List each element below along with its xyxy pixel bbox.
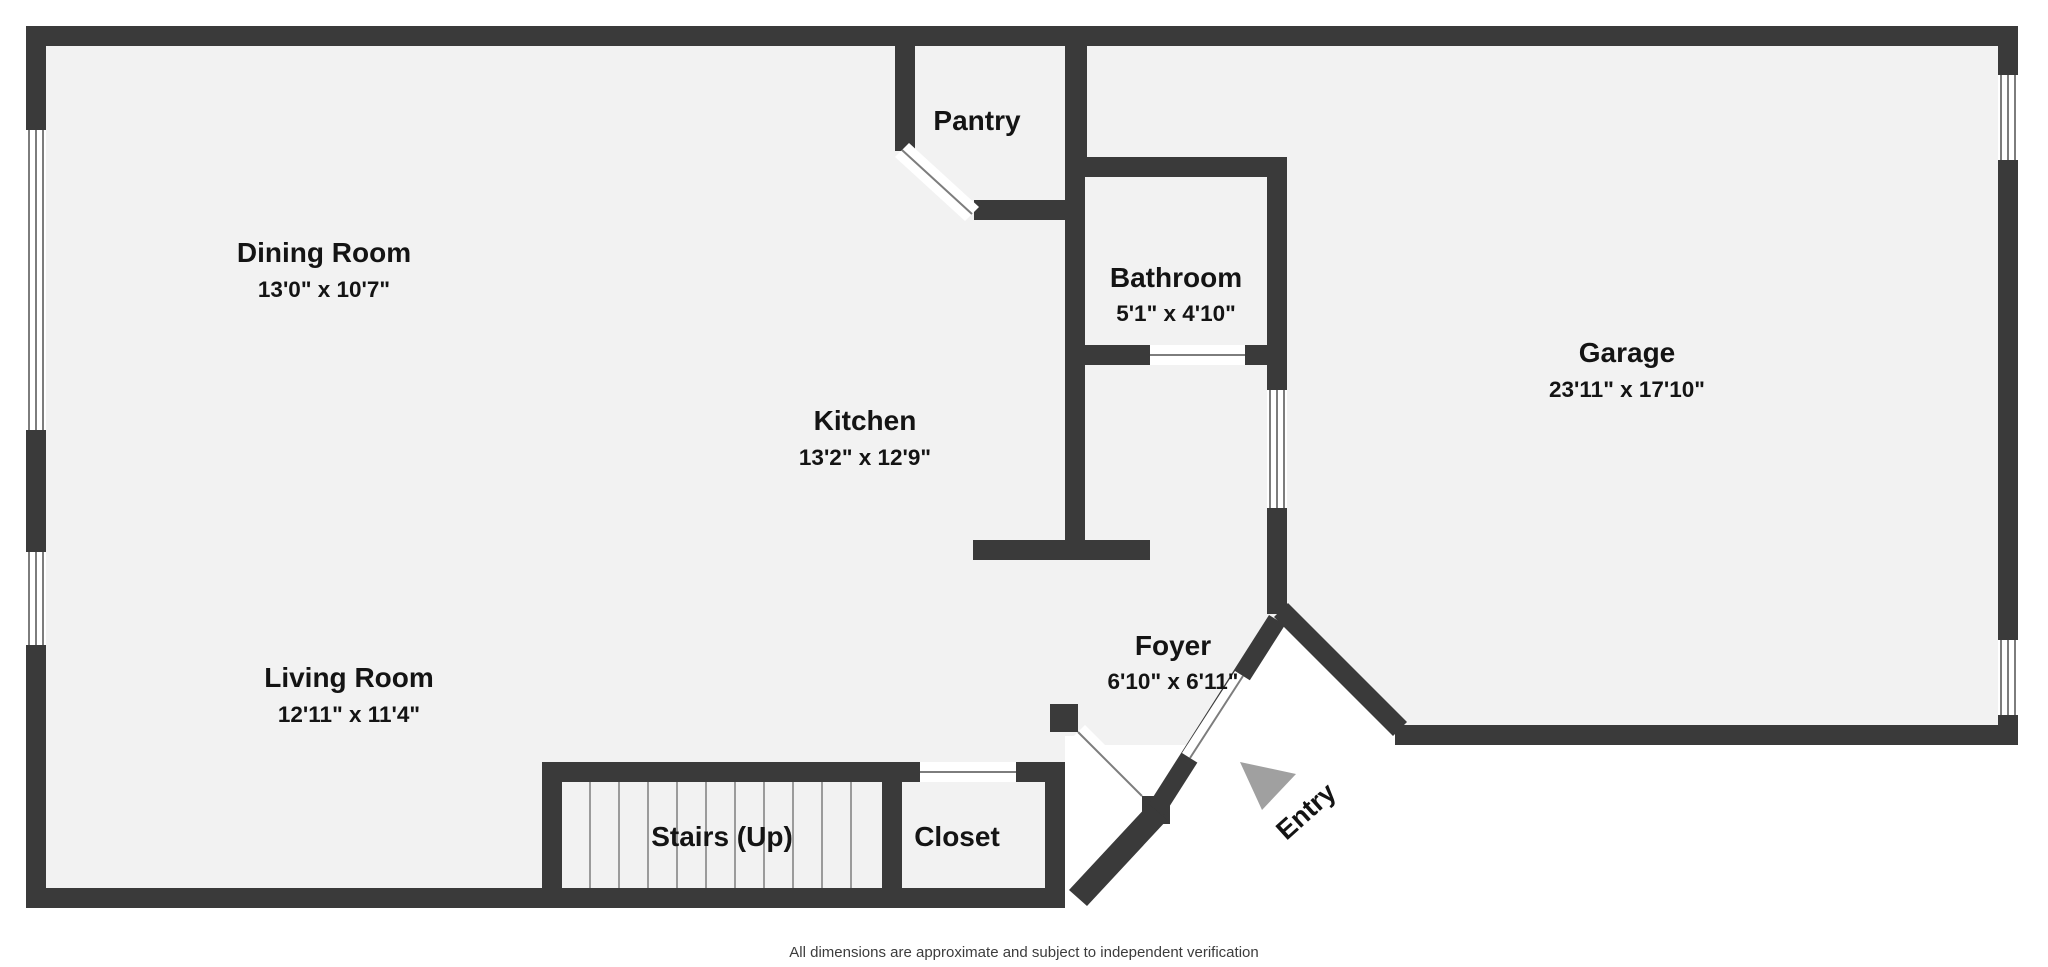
room-dims-bathroom: 5'1" x 4'10" (1116, 301, 1236, 326)
exterior-entry-area (1065, 618, 2048, 967)
wall-kitchen-foyer (1065, 177, 1085, 560)
wall-outer-right (1998, 26, 2018, 745)
wall-bathroom-top (1065, 157, 1287, 177)
opening-lines (28, 75, 2016, 797)
room-label-stairs: Stairs (Up) (651, 821, 793, 852)
wall-garage-diagonal (1274, 603, 1407, 736)
wall-garage-left-upper (1065, 46, 1087, 157)
room-dims-foyer: 6'10" x 6'11" (1108, 669, 1239, 694)
wall-stairs-left (542, 762, 562, 908)
wall-stairs-top (542, 762, 902, 782)
wall-garage-bottom (1395, 725, 2018, 745)
room-dims-kitchen: 13'2" x 12'9" (799, 445, 931, 470)
wall-kitchen-stub (973, 540, 1150, 560)
wall-entry-corner (1069, 804, 1167, 906)
wall-entry-post-a (1050, 704, 1078, 732)
wall-closet-right (1045, 762, 1065, 908)
floor-garage (1087, 46, 1998, 725)
entry-arrow-icon (1240, 762, 1296, 810)
room-label-foyer: Foyer (1135, 630, 1211, 661)
room-dims-garage: 23'11" x 17'10" (1549, 377, 1705, 402)
wall-pantry-left (895, 46, 915, 151)
wall-pantry-bottom (974, 200, 1065, 220)
floor-areas (44, 44, 1998, 890)
room-label-pantry: Pantry (933, 105, 1021, 136)
room-label-dining: Dining Room (237, 237, 411, 268)
room-dims-dining: 13'0" x 10'7" (258, 277, 390, 302)
room-label-garage: Garage (1579, 337, 1676, 368)
stair-treads (589, 782, 852, 888)
room-label-bathroom: Bathroom (1110, 262, 1242, 293)
wall-stairs-closet-divider (882, 762, 902, 908)
wall-outer-top (26, 26, 2018, 46)
room-label-kitchen: Kitchen (814, 405, 917, 436)
room-label-closet: Closet (914, 821, 1000, 852)
disclaimer-text: All dimensions are approximate and subje… (789, 944, 1258, 961)
room-label-living: Living Room (264, 662, 434, 693)
room-labels: Dining Room 13'0" x 10'7" Pantry Bathroo… (237, 105, 1705, 852)
exterior-notch (1065, 618, 2048, 967)
room-dims-living: 12'11" x 11'4" (278, 702, 420, 727)
floor-main (44, 44, 1065, 890)
